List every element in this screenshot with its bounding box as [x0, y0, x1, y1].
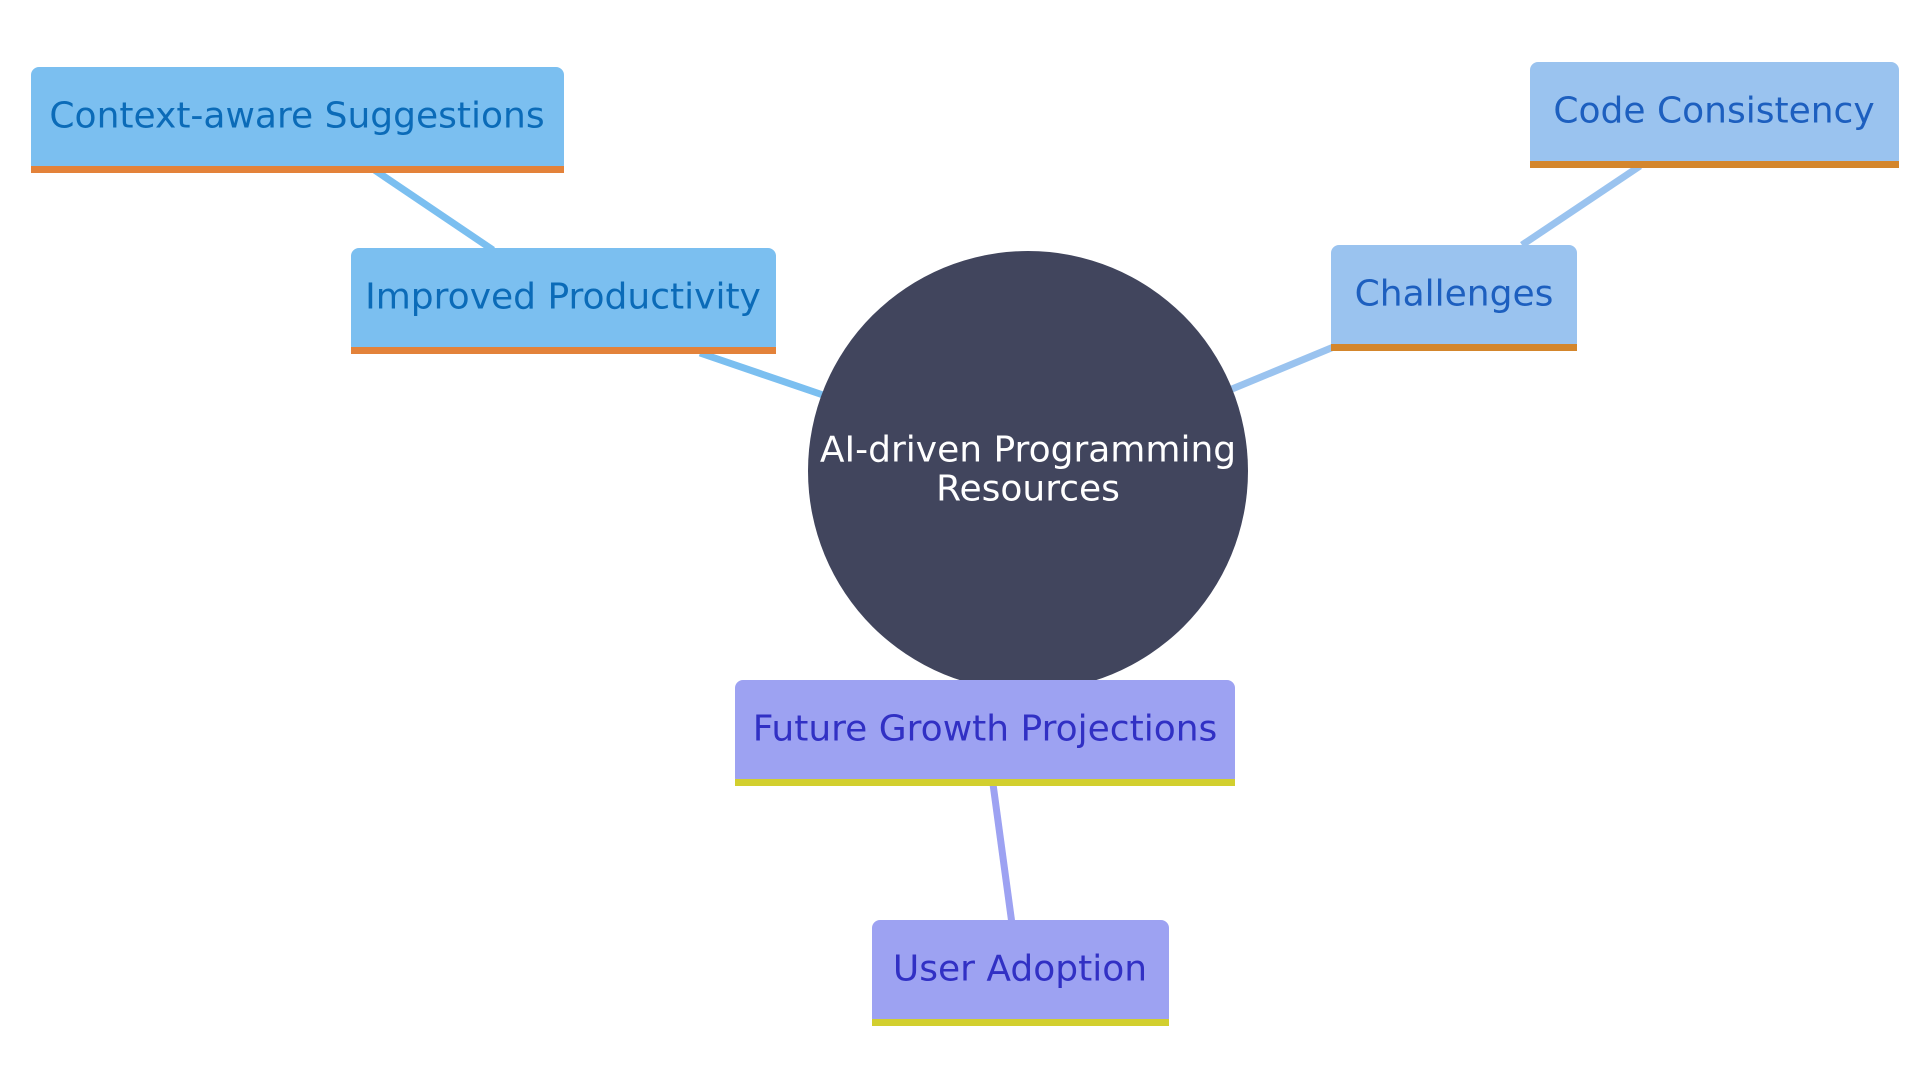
root-label-line-1: AI-driven Programming: [820, 430, 1236, 471]
edge-growth-adoption: [989, 783, 1016, 925]
edge-challenges-consistency: [1520, 163, 1642, 248]
node-label: Improved Productivity: [365, 277, 761, 318]
node-box: [872, 920, 1169, 1026]
node-label: Code Consistency: [1553, 91, 1874, 132]
node-label: Context-aware Suggestions: [49, 96, 544, 137]
edge-root-productivity: [698, 349, 828, 400]
node-box: [351, 248, 776, 354]
root-circle: [808, 251, 1248, 691]
node-accent-bar: [1331, 344, 1577, 351]
node-box: [1331, 245, 1577, 351]
node-box: [31, 67, 564, 173]
node-box: [735, 680, 1235, 786]
node-label: User Adoption: [893, 949, 1147, 990]
node-challenges[interactable]: Challenges: [1331, 245, 1577, 351]
node-accent-bar: [872, 1019, 1169, 1026]
edge-productivity-context: [371, 166, 495, 253]
node-accent-bar: [31, 166, 564, 173]
root-label-line-2: Resources: [936, 469, 1120, 510]
node-accent-bar: [351, 347, 776, 354]
node-accent-bar: [735, 779, 1235, 786]
node-context-aware-suggestions[interactable]: Context-aware Suggestions: [31, 67, 564, 173]
node-box: [1530, 62, 1899, 168]
node-improved-productivity[interactable]: Improved Productivity: [351, 248, 776, 354]
edge-root-challenges: [1230, 342, 1338, 393]
node-future-growth-projections[interactable]: Future Growth Projections: [735, 680, 1235, 786]
node-code-consistency[interactable]: Code Consistency: [1530, 62, 1899, 168]
node-label: Challenges: [1355, 274, 1554, 315]
root-node[interactable]: AI-driven Programming Resources: [808, 251, 1248, 691]
node-user-adoption[interactable]: User Adoption: [872, 920, 1169, 1026]
node-label: Future Growth Projections: [753, 709, 1218, 750]
node-accent-bar: [1530, 161, 1899, 168]
